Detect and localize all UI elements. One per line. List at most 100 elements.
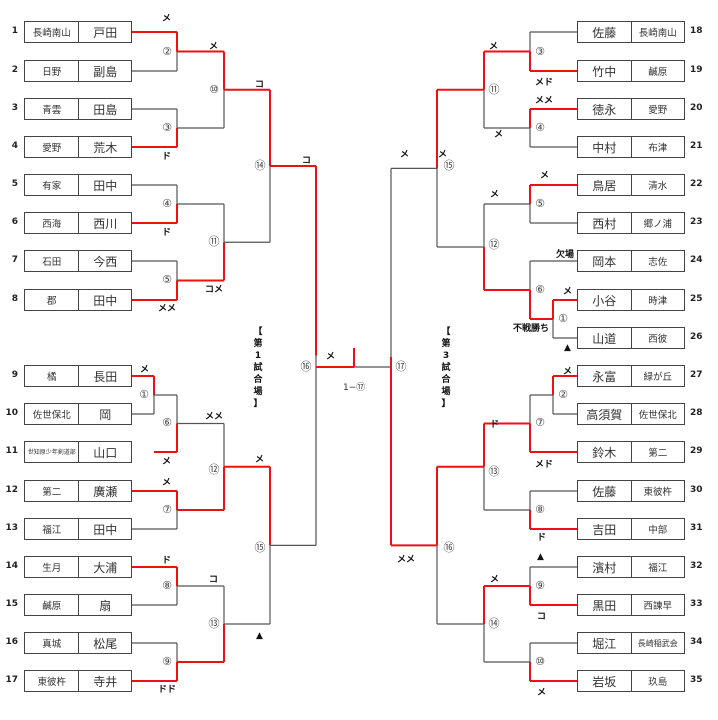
- entry-box[interactable]: 長崎南山戸田: [24, 21, 132, 43]
- entry-box[interactable]: 堀江長崎稲武会: [577, 632, 685, 654]
- player-name: 徳永: [592, 102, 617, 117]
- match-result-mark: コ: [537, 612, 547, 622]
- entry-box[interactable]: 郡田中: [24, 289, 132, 311]
- entry-box[interactable]: 有家田中: [24, 174, 132, 196]
- match-number: ⑩: [535, 655, 545, 668]
- final-result-mark: メ: [326, 352, 336, 362]
- entry-box[interactable]: 中村布津: [577, 136, 685, 158]
- entry-box[interactable]: 永富緑が丘: [577, 365, 685, 387]
- match-number: ⑧: [535, 503, 545, 516]
- match-result-mark: メ: [537, 688, 547, 698]
- entry-box[interactable]: 東彼杵 寺井: [24, 670, 132, 692]
- match-result-mark: ▲: [537, 552, 544, 562]
- match-result-mark: メ: [490, 575, 500, 585]
- match-number: ③: [162, 121, 172, 134]
- entry-box[interactable]: 真城松尾: [24, 632, 132, 654]
- school-name: 愛野: [630, 99, 685, 119]
- final-match-label: 1−⑰: [343, 383, 366, 393]
- seed-number: 20: [690, 103, 703, 113]
- seed-number: 34: [690, 637, 703, 647]
- entry-box[interactable]: 西村郷ノ浦: [577, 212, 685, 234]
- player-name: 吉田: [592, 522, 617, 537]
- player-name: 黒田: [592, 598, 617, 613]
- entry-box[interactable]: 青雲 田島: [24, 98, 132, 120]
- entry-box[interactable]: 第二廣瀬: [24, 480, 132, 502]
- match-number: ⑫: [208, 463, 220, 476]
- entry-box[interactable]: 小谷時津: [577, 289, 685, 311]
- school-name: 東彼杵: [630, 481, 685, 501]
- player-name: 西川: [78, 213, 131, 233]
- school-name: 橘: [46, 372, 57, 383]
- entry-box[interactable]: 石田今西: [24, 250, 132, 272]
- entry-box[interactable]: 鹹原扇: [24, 594, 132, 616]
- player-name: 今西: [78, 251, 131, 271]
- entry-box[interactable]: 山道西彼: [577, 327, 685, 349]
- school-name: 青雲: [42, 105, 62, 116]
- match-result-mark: ド: [162, 556, 172, 566]
- school-name: 清水: [630, 175, 685, 195]
- player-name: 竹中: [592, 64, 617, 79]
- match-number: ⑨: [535, 579, 545, 592]
- match-number: ⑩: [209, 83, 219, 96]
- entry-box[interactable]: 生月大浦: [24, 556, 132, 578]
- match-number: ⑥: [535, 283, 545, 296]
- match-result-mark: ド: [537, 533, 547, 543]
- player-name: 松尾: [78, 633, 131, 653]
- seed-number: 4: [11, 141, 18, 151]
- entry-box[interactable]: 日野副島: [24, 60, 132, 82]
- match-number: ⑬: [208, 617, 220, 630]
- entry-box[interactable]: 愛野荒木: [24, 136, 132, 158]
- entry-box[interactable]: 吉田中部: [577, 518, 685, 540]
- match-number: ⑨: [162, 655, 172, 668]
- entry-box[interactable]: 岩坂玖島: [577, 670, 685, 692]
- entry-box[interactable]: 鈴木第二: [577, 441, 685, 463]
- match-result-mark: メ: [489, 42, 499, 52]
- match-result-mark: コ: [302, 156, 312, 166]
- seed-number: 27: [690, 370, 703, 380]
- match-number: ⑬: [488, 465, 500, 478]
- match-number: ⑭: [254, 159, 266, 172]
- player-name: 廣瀬: [78, 481, 131, 501]
- entry-box[interactable]: 橘 長田: [24, 365, 132, 387]
- player-name: 寺井: [78, 671, 131, 691]
- match-number: ③: [535, 45, 545, 58]
- match-number: ⑮: [443, 159, 455, 172]
- entry-box[interactable]: 佐藤長崎南山: [577, 21, 685, 43]
- entry-box[interactable]: 西海西川: [24, 212, 132, 234]
- seed-number: 23: [690, 217, 703, 227]
- school-name: 生月: [42, 563, 62, 574]
- entry-box[interactable]: 岡本志佐: [577, 250, 685, 272]
- entry-box[interactable]: 竹中鹹原: [577, 60, 685, 82]
- school-name: 東彼杵: [37, 677, 66, 688]
- match-result-mark: メ: [400, 150, 410, 160]
- player-name: 田島: [78, 99, 131, 119]
- school-name: 世知原少年剣道部: [27, 448, 76, 456]
- entry-box[interactable]: 福江田中: [24, 518, 132, 540]
- seed-number: 1: [11, 26, 18, 36]
- match-number: ④: [162, 197, 172, 210]
- match-number: ⑫: [488, 238, 500, 251]
- entry-box[interactable]: 佐世保北岡: [24, 403, 132, 425]
- entry-box[interactable]: 世知原少年剣道部山口: [24, 441, 132, 463]
- school-name: 愛野: [42, 143, 62, 154]
- entry-box[interactable]: 高須賀佐世保北: [577, 403, 685, 425]
- entry-box[interactable]: 佐藤東彼杵: [577, 480, 685, 502]
- school-name: 鹹原: [42, 601, 62, 612]
- seed-number: 2: [11, 65, 18, 75]
- player-name: 佐藤: [592, 484, 617, 499]
- match-result-mark: コ: [209, 575, 219, 585]
- entry-box[interactable]: 濱村福江: [577, 556, 685, 578]
- player-name: 長田: [78, 366, 131, 386]
- entry-box[interactable]: 徳永愛野: [577, 98, 685, 120]
- entry-box[interactable]: 黒田西諫早: [577, 594, 685, 616]
- match-result-mark: ▲: [256, 631, 263, 641]
- match-number: ⑭: [488, 617, 500, 630]
- seed-number: 26: [690, 332, 703, 342]
- school-name: 福江: [42, 525, 62, 536]
- school-name: 佐世保北: [630, 404, 685, 424]
- match-result-mark: コ: [255, 80, 265, 90]
- entry-box[interactable]: 鳥居清水: [577, 174, 685, 196]
- seed-number: 33: [690, 599, 703, 609]
- school-name: 日野: [42, 67, 62, 78]
